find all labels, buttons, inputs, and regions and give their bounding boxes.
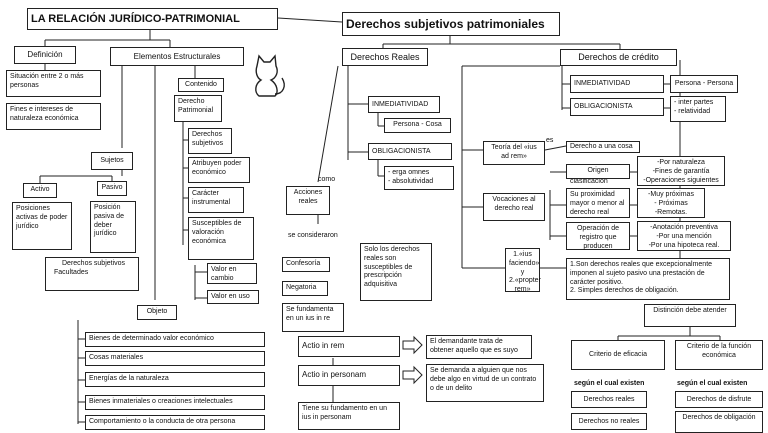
credito-obligacionista: OBLIGACIONISTA [570, 98, 664, 116]
iusfac-desc-2: 2. Simples derechos de obligación. [570, 287, 679, 295]
definicion-node: Definición [14, 46, 76, 64]
reales-obligacionista: OBLIGACIONISTA [368, 143, 452, 160]
se-consideran-label: se consideraron [288, 232, 338, 239]
origen-node: Origen [566, 164, 630, 179]
segun-label-2: según el cual existen [677, 380, 748, 387]
proximidad-node: Su proximidad mayor o menor al derecho r… [566, 188, 630, 218]
funcion-item-1: Derechos de disfrute [675, 391, 763, 408]
objeto-item-1: Bienes de determinado valor económico [85, 332, 265, 347]
derecho-cosa-node: Derecho a una cosa [566, 141, 640, 153]
reales-node: Derechos Reales [342, 48, 428, 66]
credito-persona-persona: Persona - Persona [670, 75, 738, 93]
operacion-item: -Por una mención [656, 232, 712, 240]
proximidad-item: -Remotas. [654, 208, 688, 216]
objeto-item-2: Cosas materiales [85, 351, 265, 366]
teoria-node: Teoría del «ius ad rem» [483, 141, 545, 165]
title-left: LA RELACIÓN JURÍDICO-PATRIMONIAL [27, 8, 278, 30]
origen-items: -Por naturaleza -Fines de garantía -Oper… [637, 156, 725, 186]
actio-personam-node: Actio in personam [298, 365, 400, 386]
actio-rem-desc: El demandante trata de obtener aquello q… [426, 335, 532, 359]
definicion-item-2: Fines e intereses de naturaleza económic… [6, 103, 101, 130]
es-label: es [546, 137, 554, 144]
actio-personam-desc: Se demanda a alguien que nos debe algo e… [426, 364, 544, 402]
derecho-item-2: Atribuyen poder económico [188, 157, 250, 183]
reales-oblig-item: - erga omnes [388, 169, 430, 176]
objeto-item-3: Energías de la naturaleza [85, 372, 265, 387]
derecho-item-1: Derechos subjetivos [188, 128, 232, 154]
operacion-items: -Anotación preventiva -Por una mención -… [637, 221, 731, 251]
credito-oblig-item: - inter partes [674, 99, 714, 106]
origen-item: -Operaciones siguientes [643, 176, 719, 184]
derecho-patrimonial-node: Derecho Patrimonial [174, 95, 222, 122]
credito-oblig-items: - inter partes - relatividad [670, 96, 726, 122]
proximidad-items: -Muy próximas - Próximas -Remotas. [637, 188, 705, 218]
negatoria-node: Negatoria [282, 281, 328, 296]
confesoria-node: Confesoría [282, 257, 330, 272]
origen-item: -Por naturaleza [657, 159, 705, 166]
objeto-item-5: Comportamiento o la conducta de otra per… [85, 415, 265, 430]
criterio-funcion-node: Criterio de la función económica [675, 340, 763, 370]
sujetos-list-item: Derechos subjetivos [62, 260, 126, 267]
segun-label-1: según el cual existen [574, 380, 645, 387]
operacion-item: -Anotación preventiva [650, 224, 718, 231]
eficacia-item-2: Derechos no reales [571, 413, 647, 430]
reales-oblig-items: - erga omnes - absolutividad [384, 166, 454, 190]
actio-rem-node: Actio in rem [298, 336, 400, 357]
operacion-node: Operación de registro que producen [566, 222, 630, 250]
cat-icon [255, 54, 285, 97]
solo-node: Solo los derechos reales son susceptible… [360, 243, 432, 301]
iusfac-desc: 1.Son derechos reales que excepcionalmen… [566, 258, 730, 300]
reales-inmediatividad: INMEDIATIVIDAD [368, 96, 440, 113]
sujetos-node: Sujetos [91, 152, 133, 170]
proximidad-item: -Muy próximas [648, 191, 694, 198]
como-label: como [318, 176, 336, 183]
iusfac-node: 1.«ius faciendo» y 2.«propter rem» [505, 248, 541, 293]
reales-oblig-item: - absolutividad [388, 177, 434, 185]
contenido-node: Contenido [178, 78, 224, 92]
ius-personam-node: Tiene su fundamento en un ius in persona… [298, 402, 400, 430]
vocaciones-node: Vocaciones al derecho real [483, 193, 545, 221]
iusfac-desc-1: 1.Son derechos reales que excepcionalmen… [570, 261, 713, 286]
definicion-item-1: Situación entre 2 o más personas [6, 70, 101, 97]
credito-inmediatividad: INMEDIATIVIDAD [570, 75, 664, 93]
pasivo-desc: Posición pasiva de deber jurídico [90, 201, 136, 253]
elementos-node: Elementos Estructurales [110, 47, 244, 66]
clasificacion-label: clasificación [570, 178, 608, 185]
objeto-node: Objeto [137, 305, 177, 320]
credito-oblig-item: - relatividad [674, 107, 711, 115]
valor-item-2: Valor en uso [207, 290, 259, 304]
title-right: Derechos subjetivos patrimoniales [342, 12, 560, 36]
acciones-reales-node: Acciones reales [286, 186, 330, 215]
distincion-node: Distinción debe atender [644, 304, 736, 327]
objeto-item-4: Bienes inmateriales o creaciones intelec… [85, 395, 265, 410]
valor-item-1: Valor en cambio [207, 263, 257, 284]
pasivo-node: Pasivo [97, 181, 127, 196]
sujetos-list-item: Facultades [54, 268, 89, 276]
reales-persona-cosa: Persona - Cosa [384, 118, 451, 133]
fundamenta-node: Se fundamenta en un ius in re [282, 303, 344, 332]
criterio-eficacia-node: Criterio de eficacia [571, 340, 665, 370]
eficacia-item-1: Derechos reales [571, 391, 647, 408]
derecho-item-3: Carácter instrumental [188, 187, 244, 213]
activo-node: Activo [23, 183, 57, 198]
activo-desc: Posiciones activas de poder jurídico [12, 202, 72, 250]
origen-item: -Fines de garantía [652, 167, 710, 175]
credito-node: Derechos de crédito [560, 49, 677, 66]
operacion-item: -Por una hipoteca real. [648, 241, 720, 249]
sujetos-list: Derechos subjetivos Facultades [45, 257, 139, 291]
funcion-item-2: Derechos de obligación [675, 411, 763, 433]
derecho-item-4: Susceptibles de valoración económica [188, 217, 254, 260]
proximidad-item: - Próximas [654, 199, 688, 207]
